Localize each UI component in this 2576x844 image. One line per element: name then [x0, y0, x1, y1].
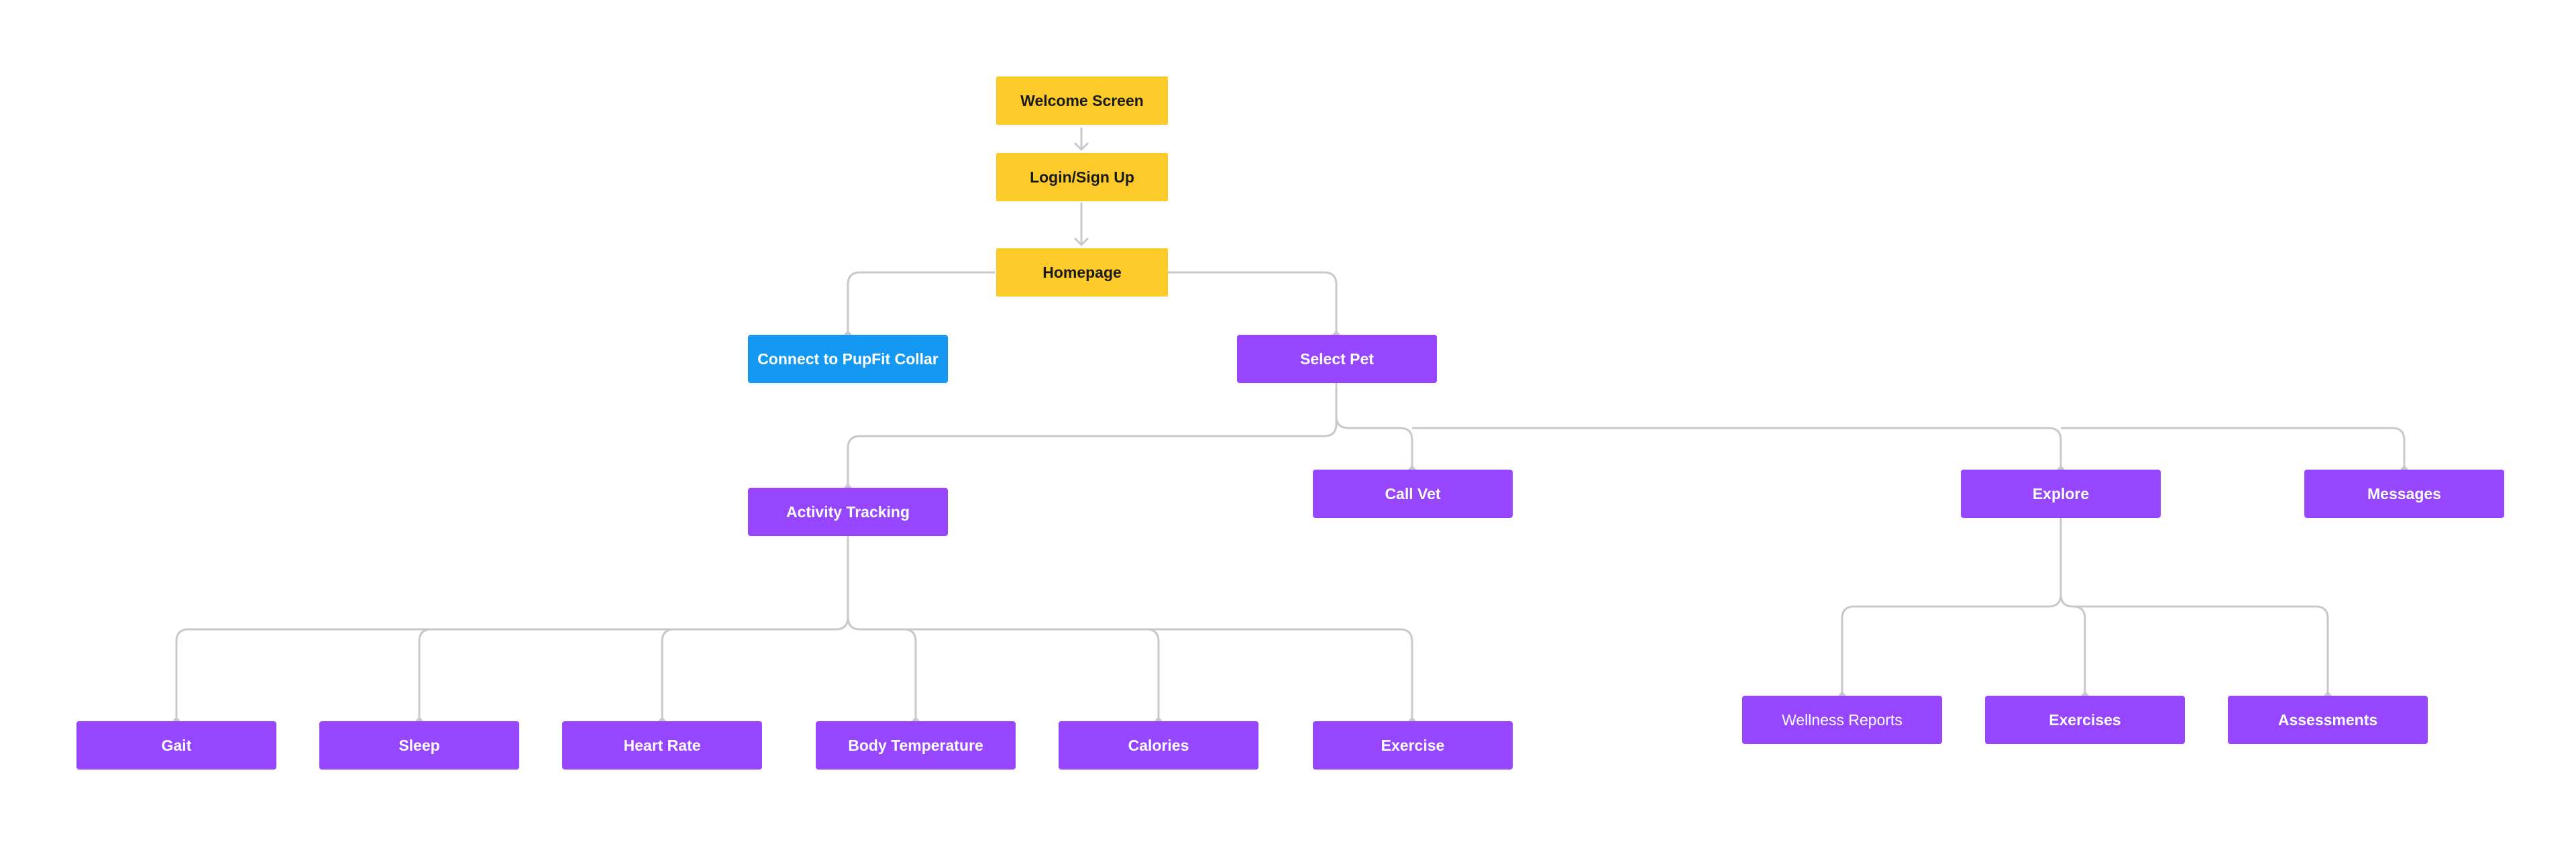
- node-gait[interactable]: Gait: [76, 721, 276, 770]
- edge-heartrate-tip: [658, 717, 666, 721]
- edge-exercises-tip: [2081, 691, 2089, 696]
- node-wellness-reports[interactable]: Wellness Reports: [1742, 696, 1942, 744]
- edge-selectpet-explore-tip: [2057, 465, 2065, 470]
- edge-assessments-tip: [2324, 691, 2332, 696]
- node-heart-rate[interactable]: Heart Rate: [562, 721, 762, 770]
- node-welcome-screen[interactable]: Welcome Screen: [996, 76, 1168, 125]
- edge-sleep-tip: [415, 717, 423, 721]
- edge-selectpet-activity: [847, 382, 1338, 486]
- node-sleep[interactable]: Sleep: [319, 721, 519, 770]
- edge-login-homepage-arrow: [1074, 238, 1089, 246]
- edge-welcome-login-arrow: [1074, 142, 1089, 151]
- edge-homepage-connect: [847, 271, 995, 333]
- edge-selectpet-messages-tip: [2400, 465, 2408, 470]
- edge-selectpet-explore: [1412, 427, 2062, 468]
- edge-homepage-selectpet-tip: [1332, 330, 1340, 335]
- node-messages[interactable]: Messages: [2304, 470, 2504, 518]
- edge-activity-heartrate: [661, 628, 675, 719]
- edge-homepage-selectpet: [1168, 271, 1338, 333]
- node-exercises[interactable]: Exercises: [1985, 696, 2185, 744]
- node-exercise[interactable]: Exercise: [1313, 721, 1513, 770]
- edge-calories-tip: [1155, 717, 1163, 721]
- node-login-signup[interactable]: Login/Sign Up: [996, 153, 1168, 201]
- edge-exercise-tip: [1408, 717, 1416, 721]
- node-explore[interactable]: Explore: [1961, 470, 2161, 518]
- node-connect-pupfit-collar[interactable]: Connect to PupFit Collar: [748, 335, 948, 383]
- edge-explore-bus: [1841, 517, 2062, 694]
- edge-activity-bus: [847, 535, 1413, 719]
- node-assessments[interactable]: Assessments: [2228, 696, 2428, 744]
- edge-activity-sleep: [418, 628, 432, 719]
- edge-wellness-tip: [1838, 691, 1846, 696]
- edge-gait-tip: [172, 717, 180, 721]
- node-homepage[interactable]: Homepage: [996, 248, 1168, 297]
- edge-explore-exercises: [2072, 605, 2086, 694]
- edge-explore-right: [2059, 594, 2329, 694]
- node-body-temperature[interactable]: Body Temperature: [816, 721, 1016, 770]
- edge-selectpet-activity-tip: [844, 483, 852, 488]
- edge-activity-bodytemp: [903, 628, 917, 719]
- edge-homepage-connect-tip: [844, 330, 852, 335]
- node-calories[interactable]: Calories: [1059, 721, 1258, 770]
- node-activity-tracking[interactable]: Activity Tracking: [748, 488, 948, 536]
- edge-selectpet-callvet-tip: [1408, 465, 1416, 470]
- node-select-pet[interactable]: Select Pet: [1237, 335, 1437, 383]
- node-call-vet[interactable]: Call Vet: [1313, 470, 1513, 518]
- edge-bodytemp-tip: [912, 717, 920, 721]
- edge-selectpet-callvet: [1335, 415, 1413, 468]
- edge-activity-gait: [175, 617, 849, 719]
- edge-activity-calories: [1146, 628, 1160, 719]
- edge-selectpet-messages: [2061, 427, 2406, 468]
